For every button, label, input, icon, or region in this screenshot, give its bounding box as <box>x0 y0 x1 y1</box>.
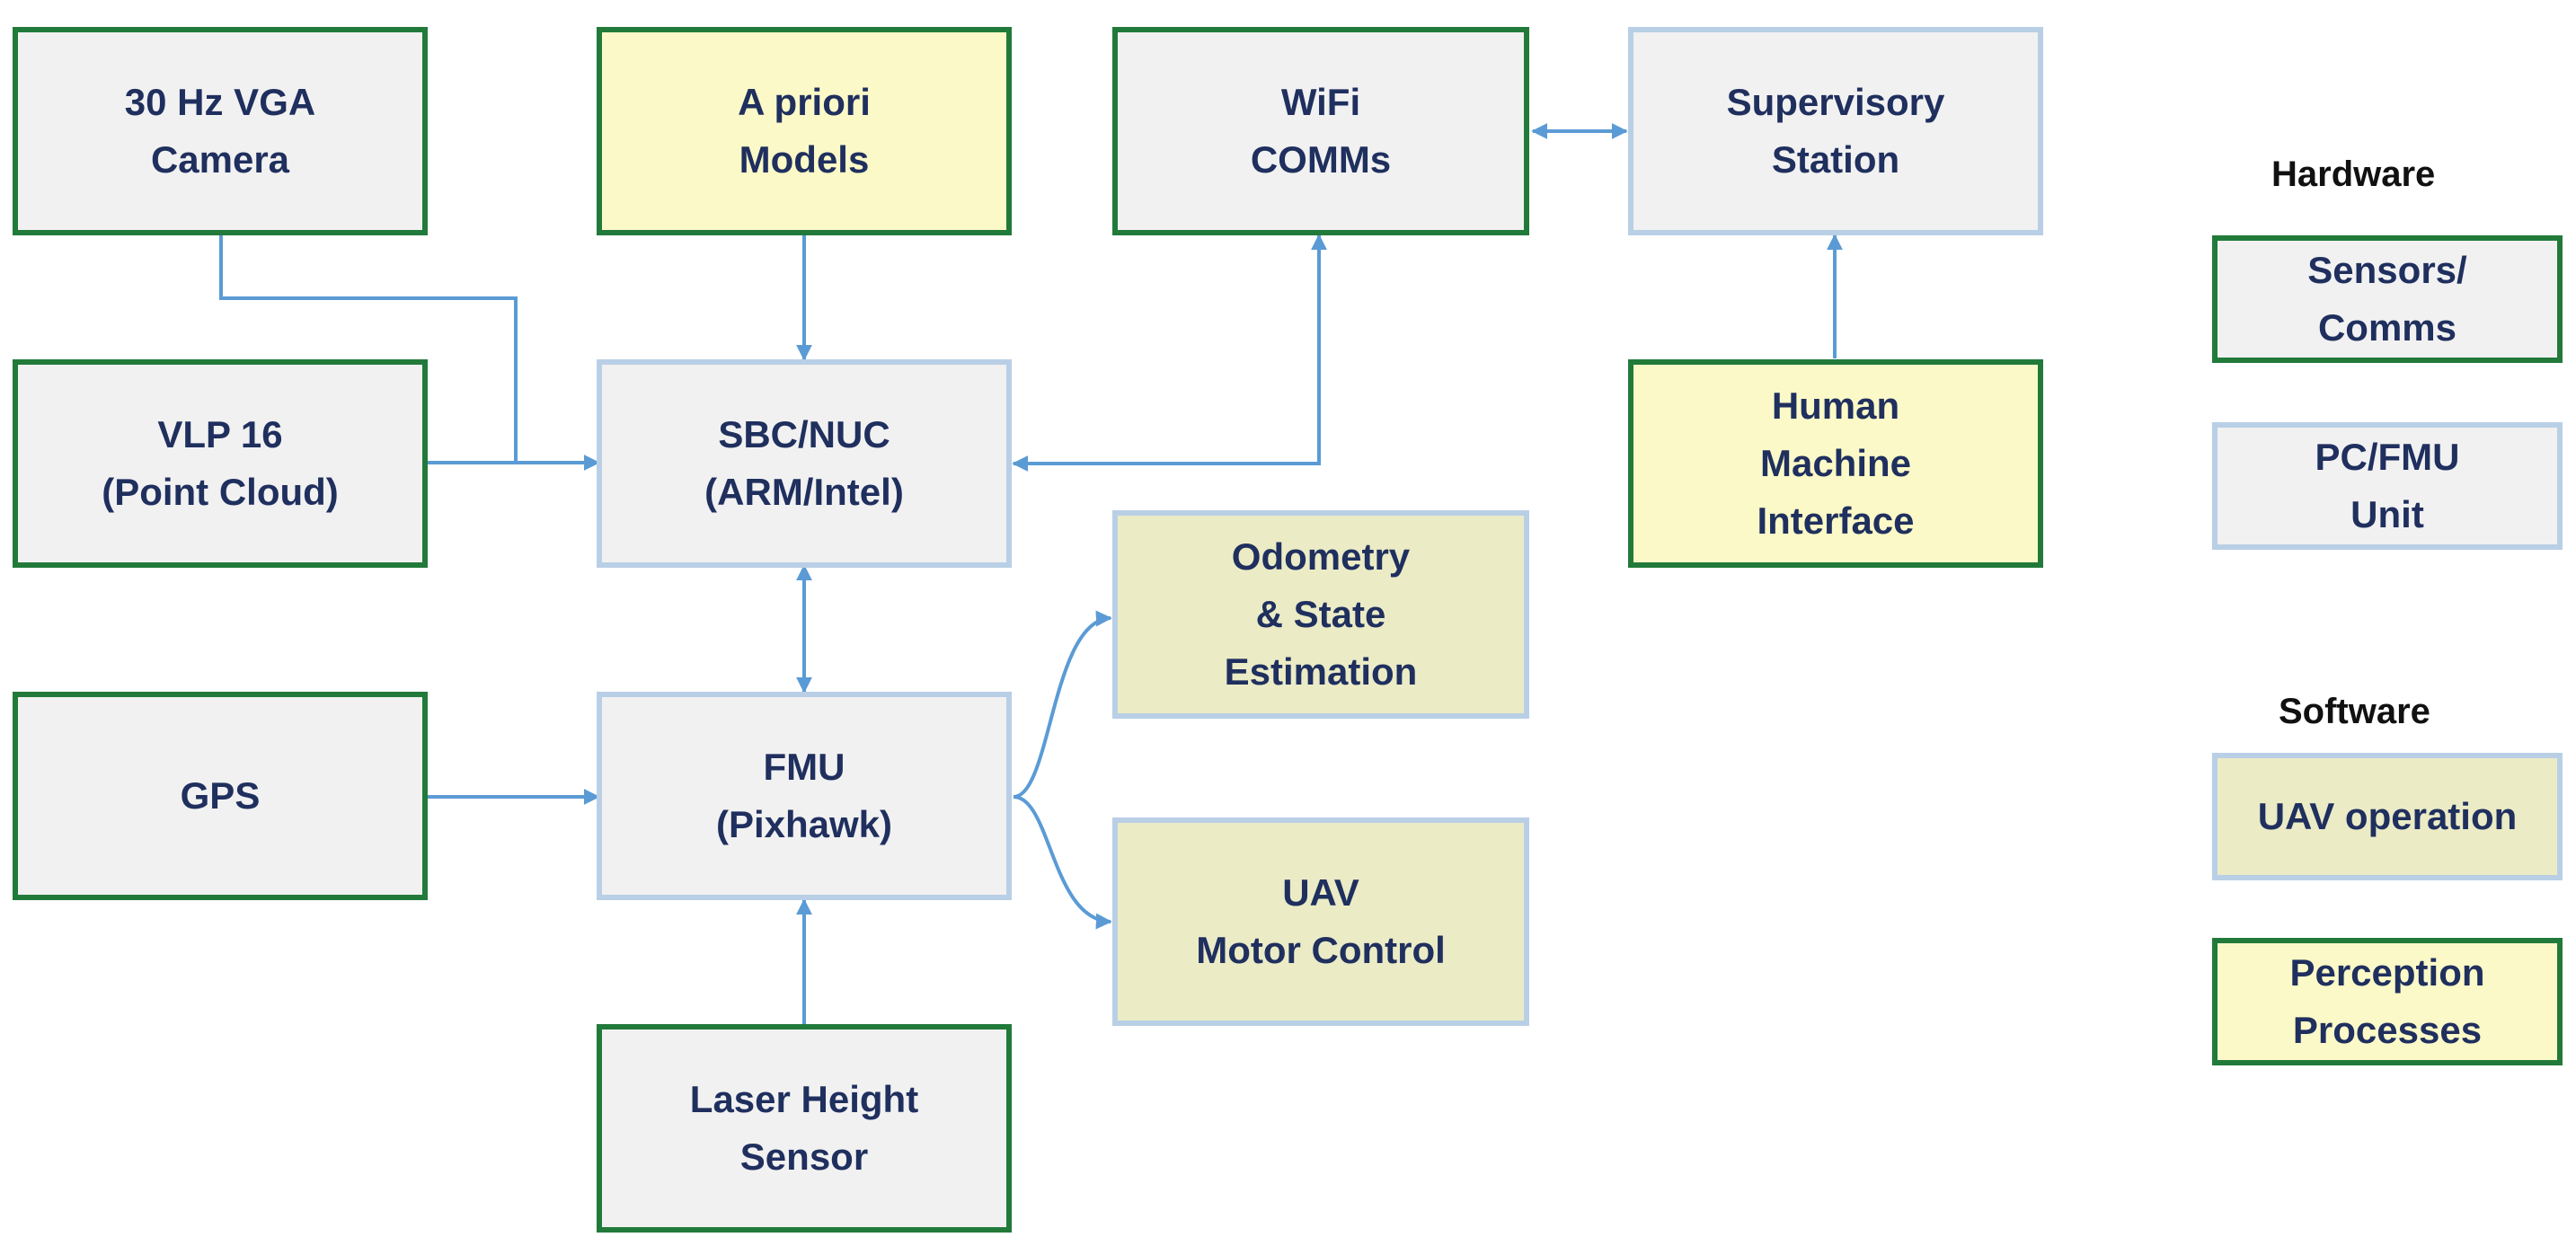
laser-node: Laser Height Sensor <box>597 1024 1012 1233</box>
legend-hardware-heading: Hardware <box>2271 155 2436 194</box>
wifi-node: WiFi COMMs <box>1112 27 1529 235</box>
edge-fmu-to-odometry <box>1013 610 1112 799</box>
hmi-node: Human Machine Interface <box>1628 359 2043 568</box>
edge-sbc-wifi <box>1012 234 1327 472</box>
camera-node: 30 Hz VGA Camera <box>13 27 428 235</box>
legend-uav-operation: UAV operation <box>2212 753 2563 880</box>
legend-pc-fmu-unit: PC/FMU Unit <box>2212 422 2563 550</box>
gps-node: GPS <box>13 692 428 900</box>
models-node: A priori Models <box>597 27 1012 235</box>
supervisory-node: Supervisory Station <box>1628 27 2043 235</box>
legend-software-heading: Software <box>2279 692 2430 731</box>
legend-perception-processes: Perception Processes <box>2212 938 2563 1065</box>
fmu-node: FMU (Pixhawk) <box>597 692 1012 900</box>
odometry-node: Odometry & State Estimation <box>1112 510 1529 719</box>
sbc-node: SBC/NUC (ARM/Intel) <box>597 359 1012 568</box>
edge-fmu-to-motor <box>1013 795 1112 930</box>
motor-control-node: UAV Motor Control <box>1112 817 1529 1026</box>
vlp-node: VLP 16 (Point Cloud) <box>13 359 428 568</box>
legend-sensors-comms: Sensors/ Comms <box>2212 235 2563 363</box>
edge-camera-to-sbc <box>219 232 518 463</box>
